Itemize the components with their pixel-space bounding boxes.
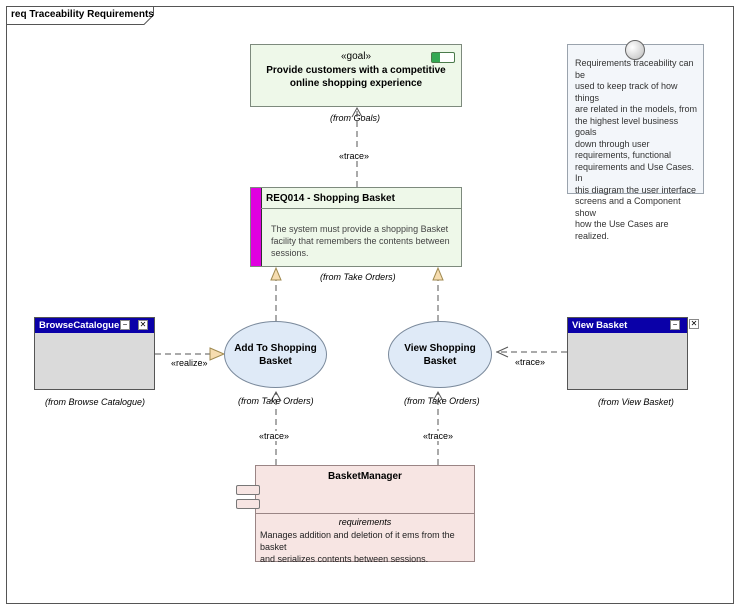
view-basket-title: View Basket: [572, 320, 628, 331]
note-line: requirements, functional: [575, 150, 672, 160]
note-pin-icon: [625, 40, 645, 60]
requirement-desc-line3: sessions.: [271, 248, 309, 258]
component-port-icon: [236, 485, 260, 495]
goal-title: Provide customers with a competitive onl…: [251, 64, 461, 90]
window-close-icon[interactable]: ✕: [138, 320, 148, 330]
goal-stereotype: «goal»: [340, 51, 372, 62]
note-line: this diagram the user interface: [575, 184, 697, 195]
browse-catalogue-screen[interactable]: BrowseCatalogue − ✕: [34, 317, 155, 390]
trace-label-goal: «trace»: [339, 151, 370, 161]
requirement-divider: [261, 208, 461, 209]
frame-title-tab: req Traceability Requirements: [6, 6, 154, 25]
browse-catalogue-title: BrowseCatalogue: [39, 320, 120, 331]
component-section-title: requirements: [338, 517, 392, 527]
note-element[interactable]: Requirements traceability can be used to…: [567, 40, 704, 241]
arrowhead-add: [270, 390, 282, 402]
window-close-icon[interactable]: ✕: [689, 319, 699, 329]
goal-from-label: (from Goals): [330, 113, 381, 123]
goal-element[interactable]: «goal» Provide customers with a competit…: [250, 44, 462, 107]
frame-tab-shape: [6, 6, 154, 25]
use-case-add-label: Add To Shopping Basket: [225, 342, 326, 368]
requirement-desc-line2: facility that remembers the contents bet…: [271, 236, 450, 246]
requirement-accent-bar: [251, 188, 262, 266]
triangle-head-add-req: [270, 266, 282, 281]
component-description: Manages addition and deletion of it ems …: [260, 529, 470, 565]
note-text: Requirements traceability can be used to…: [575, 58, 699, 242]
trace-label-comp-add: «trace»: [259, 431, 290, 441]
diagram-frame: [6, 6, 734, 604]
note-line: Requirements traceability can be: [575, 58, 694, 80]
note-line: requirements and Use Cases. In: [575, 161, 695, 184]
browse-catalogue-from-label: (from Browse Catalogue): [45, 397, 146, 407]
basket-manager-component[interactable]: BasketManager requirements Manages addit…: [255, 465, 475, 565]
arrowhead-viewscreen: [495, 346, 509, 358]
use-case-view-from-label: (from Take Orders): [404, 396, 480, 406]
component-name: BasketManager: [328, 471, 402, 482]
note-line: down through user: [575, 138, 650, 149]
note-line: the highest level business goals: [575, 115, 679, 138]
requirement-element[interactable]: REQ014 - Shopping Basket The system must…: [250, 187, 462, 267]
arrowhead-goal: [351, 106, 363, 118]
component-desc-line2: and serializes contents between sessions…: [260, 554, 429, 564]
window-minimize-icon[interactable]: −: [120, 320, 130, 330]
goal-status-toggle-icon: [431, 52, 455, 63]
use-case-add-to-basket[interactable]: Add To Shopping Basket: [224, 321, 327, 388]
diagram-title: req Traceability Requirements: [11, 9, 154, 20]
use-case-add-line2: Basket: [259, 355, 292, 367]
goal-title-line2: online shopping experience: [289, 78, 423, 89]
use-case-add-line1: Add To Shopping: [234, 342, 317, 354]
realize-label: «realize»: [171, 358, 208, 368]
note-line: how the Use Cases are realized.: [575, 219, 669, 241]
view-basket-from-label: (from View Basket): [598, 397, 674, 407]
requirement-description: The system must provide a shopping Baske…: [271, 223, 451, 259]
browse-catalogue-header: BrowseCatalogue − ✕: [35, 318, 154, 333]
triangle-head-view-req: [432, 266, 444, 281]
trace-label-viewscreen: «trace»: [515, 357, 546, 367]
triangle-head-realize: [209, 347, 226, 361]
arrowhead-view: [432, 390, 444, 402]
view-basket-header: View Basket −: [568, 318, 687, 333]
window-minimize-icon[interactable]: −: [670, 320, 680, 330]
view-basket-screen[interactable]: View Basket −: [567, 317, 688, 390]
note-line: are related in the models, from: [575, 104, 698, 114]
goal-title-line1: Provide customers with a competitive: [266, 65, 446, 76]
component-desc-line1: Manages addition and deletion of it ems …: [260, 530, 455, 552]
requirement-desc-line1: The system must provide a shopping Baske…: [271, 224, 449, 234]
requirement-name: REQ014 - Shopping Basket: [266, 193, 395, 204]
use-case-view-basket[interactable]: View Shopping Basket: [388, 321, 492, 388]
note-line: screens and a Component show: [575, 196, 681, 218]
use-case-add-from-label: (from Take Orders): [238, 396, 314, 406]
component-divider: [256, 513, 474, 514]
use-case-view-label: View Shopping Basket: [404, 342, 476, 367]
note-line: used to keep track of how things: [575, 81, 678, 103]
trace-label-comp-view: «trace»: [423, 431, 454, 441]
requirement-from-label: (from Take Orders): [320, 272, 396, 282]
component-port-icon: [236, 499, 260, 509]
